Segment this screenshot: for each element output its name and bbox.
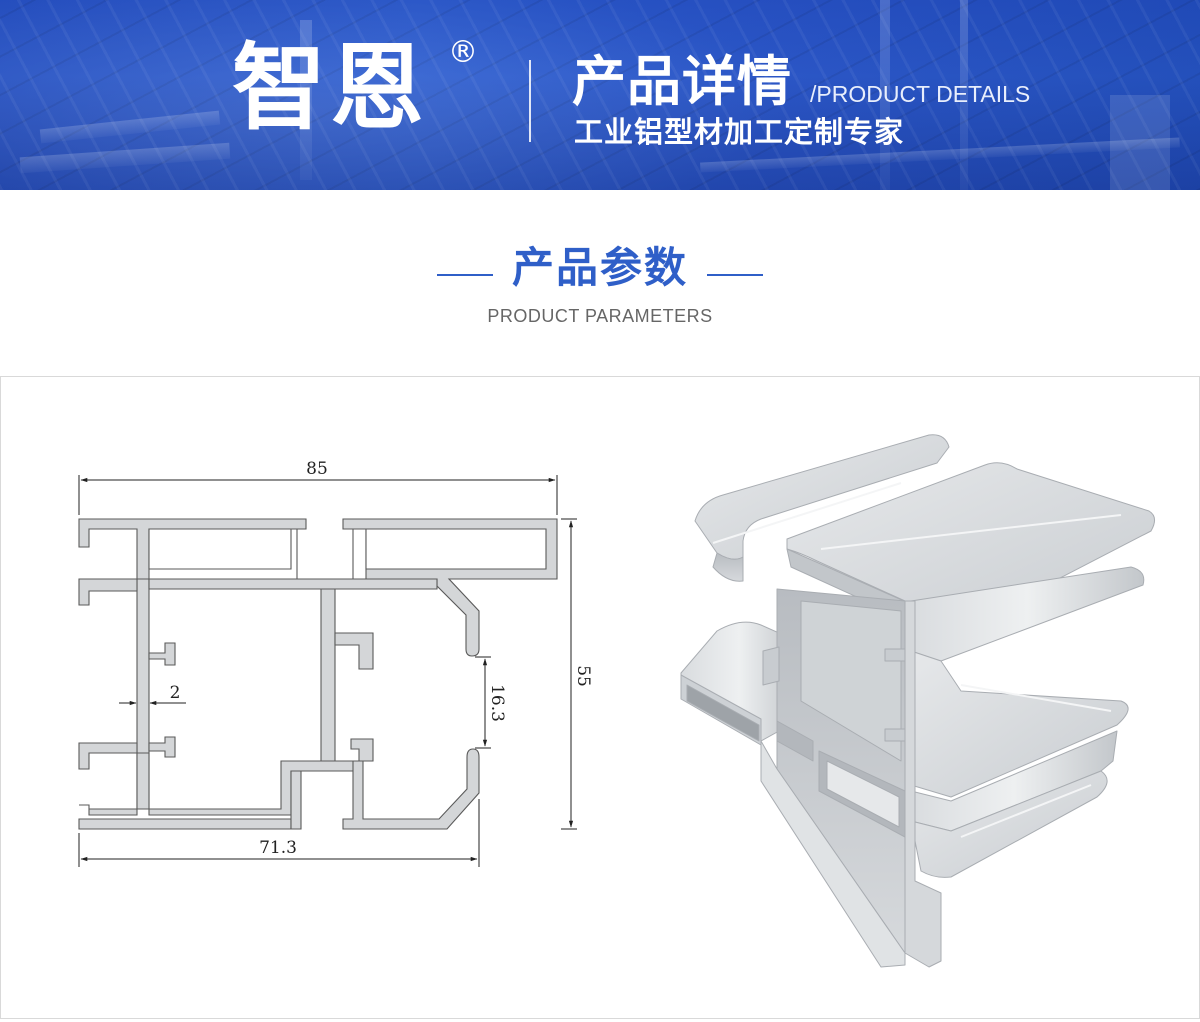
product-panel: 85 55 16.3 2 71.3	[0, 376, 1200, 1019]
profile-wall	[148, 528, 292, 570]
profile-wall	[78, 818, 292, 830]
brand-logo-text: 智恩	[232, 34, 429, 143]
dim-label-height: 55	[573, 665, 593, 687]
header-divider	[529, 60, 531, 142]
banner-bg-bar	[300, 20, 312, 180]
page-title-en: /PRODUCT DETAILS	[810, 81, 1031, 107]
profile-wall	[148, 642, 176, 666]
profile-wall	[320, 586, 336, 762]
section-subtitle: PRODUCT PARAMETERS	[487, 306, 713, 326]
product-3d-image	[680, 434, 1155, 968]
profile-wall	[334, 632, 374, 670]
dim-label-wall: 2	[170, 683, 181, 703]
dim-label-width-top: 85	[306, 459, 328, 479]
page-subtitle: 工业铝型材加工定制专家	[574, 115, 905, 149]
cross-section-drawing: 85 55 16.3 2 71.3	[78, 459, 593, 867]
profile-wall	[365, 528, 547, 570]
profile-wall	[350, 738, 374, 762]
section-title-line-right	[707, 274, 763, 276]
profile-wall	[78, 578, 138, 606]
banner-bg-bar	[880, 0, 890, 190]
banner-bg-bar	[1110, 95, 1170, 190]
dim-label-width-bottom: 71.3	[259, 838, 297, 858]
banner-glow	[0, 0, 1200, 190]
profile-wall	[78, 742, 138, 770]
profile-wall	[342, 748, 480, 830]
profile-wall	[148, 578, 438, 590]
profile-wall	[148, 736, 176, 758]
section-title: 产品参数	[511, 243, 688, 292]
registered-mark: ®	[448, 35, 478, 70]
section-title-line-left	[437, 274, 493, 276]
banner-bg-bar	[960, 0, 968, 190]
page-title: 产品详情	[572, 50, 792, 113]
profile-wall	[290, 770, 302, 830]
profile-wall	[79, 752, 358, 816]
header-banner: 智恩 ® 产品详情 /PRODUCT DETAILS 工业铝型材加工定制专家	[0, 0, 1200, 190]
product-figure: 85 55 16.3 2 71.3	[78, 434, 1155, 968]
dim-label-slot: 16.3	[487, 684, 507, 722]
